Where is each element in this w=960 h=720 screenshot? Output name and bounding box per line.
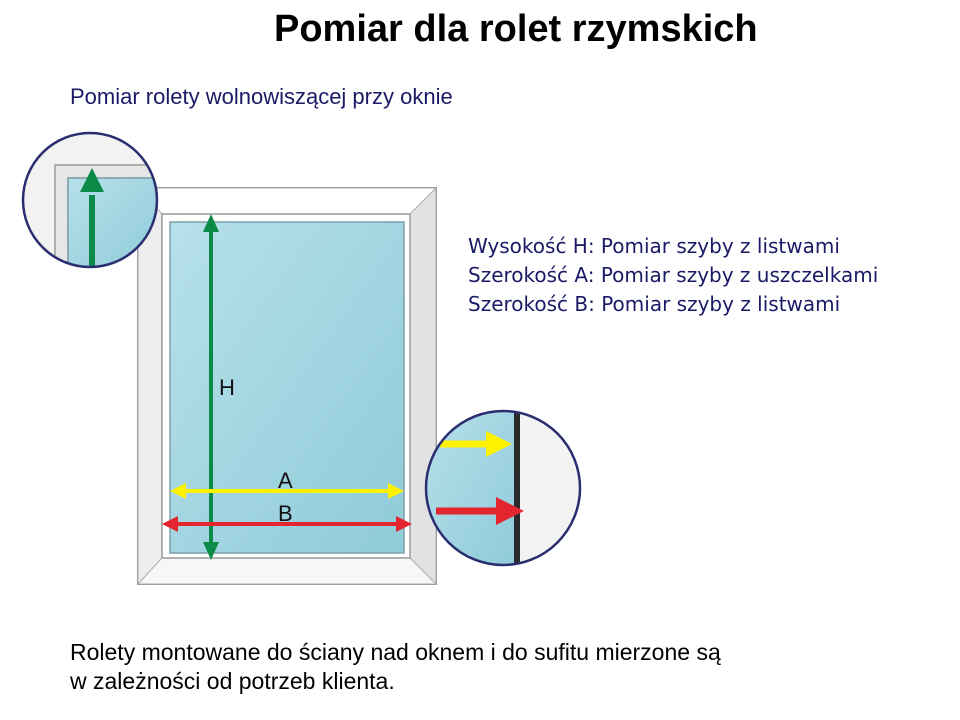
width-b-label: B xyxy=(278,501,293,526)
legend-height: Wysokość H: Pomiar szyby z listwami xyxy=(468,234,840,258)
width-a-arrow xyxy=(170,483,404,499)
page-subtitle: Pomiar rolety wolnowiszącej przy oknie xyxy=(70,84,453,109)
legend-width-a: Szerokość A: Pomiar szyby z uszczelkami xyxy=(468,263,879,287)
width-b-arrow xyxy=(162,516,412,532)
measurement-legend: Wysokość H: Pomiar szyby z listwami Szer… xyxy=(468,232,878,319)
width-a-label: A xyxy=(278,468,293,493)
page-title: Pomiar dla rolet rzymskich xyxy=(274,8,758,50)
footer-line-2: w zależności od potrzeb klienta. xyxy=(70,668,395,694)
footer-line-1: Rolety montowane do ściany nad oknem i d… xyxy=(70,639,721,665)
detail-circle-top-left xyxy=(21,131,159,269)
legend-width-b: Szerokość B: Pomiar szyby z listwami xyxy=(468,292,841,316)
height-label: H xyxy=(219,375,235,400)
footer-note: Rolety montowane do ściany nad oknem i d… xyxy=(70,638,721,696)
detail-circle-bottom-right xyxy=(424,409,582,567)
